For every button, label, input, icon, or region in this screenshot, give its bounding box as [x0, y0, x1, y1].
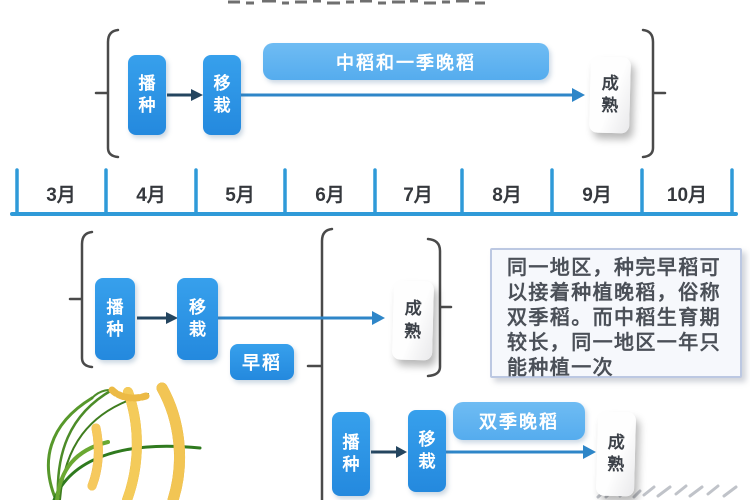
- early-rice-mature-label: 成熟: [403, 299, 423, 341]
- mid-rice-transplant-box: 移栽: [203, 55, 241, 135]
- mid-rice-transplant-label: 移栽: [213, 73, 231, 115]
- mid-rice-duration-pill: 中稻和一季晚稻: [263, 43, 549, 80]
- cropped-title-fragment: [228, 0, 485, 5]
- late-rice-transplant-label: 移栽: [418, 429, 436, 471]
- early-rice-sow-box: 播种: [95, 278, 135, 360]
- early-rice-transplant-label: 移栽: [188, 297, 206, 339]
- month-label-mar: 3月: [46, 185, 76, 206]
- month-label-apr: 4月: [136, 185, 166, 206]
- mid-rice-mature-label: 成熟: [600, 73, 620, 116]
- bracket-early-rice-left: [68, 230, 94, 369]
- mid-rice-mature-box: 成熟: [589, 56, 631, 134]
- month-label-oct: 10月: [666, 185, 708, 206]
- mid-rice-sow-box: 播种: [128, 55, 166, 135]
- rice-plant-icon: [46, 382, 202, 500]
- late-rice-mature-box: 成熟: [595, 411, 637, 497]
- late-rice-sow-box: 播种: [332, 412, 370, 496]
- bracket-mid-rice-left: [94, 28, 120, 159]
- late-rice-transplant-box: 移栽: [408, 410, 446, 492]
- month-label-sep: 9月: [582, 185, 612, 206]
- timeline-axis: [10, 168, 738, 216]
- early-rice-mature-box: 成熟: [391, 280, 435, 361]
- mid-rice-duration-label: 中稻和一季晚稻: [336, 52, 476, 73]
- bracket-late-rice-tall: [306, 227, 334, 500]
- bracket-early-rice-right: [426, 237, 453, 378]
- late-rice-sow-to-transplant-arrow: [371, 446, 407, 458]
- early-rice-transplant-to-mature-arrow: [218, 311, 385, 325]
- late-rice-mature-label: 成熟: [606, 432, 626, 475]
- late-rice-duration-label: 双季晚稻: [479, 412, 559, 432]
- late-rice-transplant-to-mature-arrow: [446, 445, 596, 459]
- month-label-aug: 8月: [492, 185, 522, 206]
- mid-rice-transplant-to-mature-arrow: [241, 88, 585, 102]
- mid-rice-sow-to-transplant-arrow: [167, 89, 203, 101]
- late-rice-sow-label: 播种: [342, 432, 360, 474]
- early-rice-sow-label: 播种: [106, 297, 124, 339]
- bracket-mid-rice-right: [641, 28, 667, 159]
- month-label-jun: 6月: [315, 185, 345, 206]
- early-rice-transplant-box: 移栽: [177, 278, 218, 360]
- early-rice-name-box: 早稻: [230, 344, 294, 380]
- late-rice-duration-pill: 双季晚稻: [453, 402, 585, 440]
- note-box: 同一地区，种完早稻可以接着种植晚稻，俗称双季稻。而中稻生育期较长，同一地区一年只…: [490, 248, 742, 379]
- month-label-may: 5月: [225, 185, 255, 206]
- month-label-jul: 7月: [403, 185, 433, 206]
- early-rice-sow-to-transplant-arrow: [137, 312, 178, 324]
- early-rice-name-label: 早稻: [242, 353, 282, 373]
- note-text: 同一地区，种完早稻可以接着种植晚稻，俗称双季稻。而中稻生育期较长，同一地区一年只…: [507, 257, 721, 379]
- mid-rice-sow-label: 播种: [138, 73, 156, 115]
